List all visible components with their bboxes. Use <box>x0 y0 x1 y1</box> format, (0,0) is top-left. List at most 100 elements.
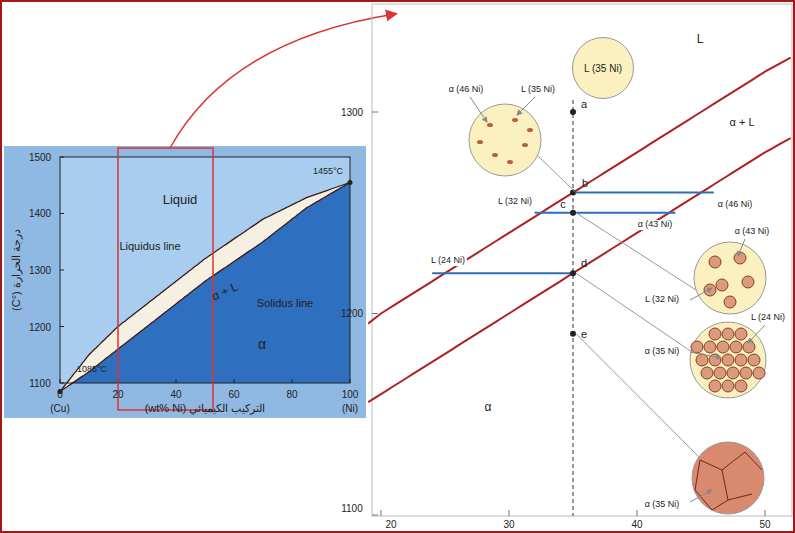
tie-end-label: L (32 Ni) <box>496 197 534 207</box>
stroke <box>60 379 61 383</box>
region-label: L <box>697 33 704 46</box>
stroke <box>292 379 293 383</box>
alpha-grain <box>709 256 721 268</box>
point-label: d <box>581 257 587 269</box>
alpha-grain <box>734 252 746 264</box>
tick-label: 30 <box>503 519 514 530</box>
alpha-grain <box>701 367 713 379</box>
tie-end-label: L (24 Ni) <box>429 256 467 266</box>
alpha-grain <box>727 367 739 379</box>
point-label: b <box>582 177 588 189</box>
alpha-grain <box>743 341 755 353</box>
point-label: a <box>581 98 587 110</box>
stroke <box>60 213 64 214</box>
leader-line <box>576 273 692 352</box>
tick-label: 60 <box>228 389 239 400</box>
alpha-grain <box>753 367 765 379</box>
alpha-grain <box>691 341 703 353</box>
callout: α (43 Ni) <box>733 227 772 237</box>
stroke <box>637 510 638 516</box>
stroke <box>765 510 766 516</box>
alpha-particle <box>487 123 493 127</box>
tick-label: 40 <box>631 519 642 530</box>
alpha-grain <box>735 328 747 340</box>
alpha-particle <box>527 128 533 132</box>
melting-point <box>348 180 353 185</box>
callout: L (32 Ni) <box>643 295 681 305</box>
two-phase-region <box>60 182 350 391</box>
leader-line <box>576 213 696 290</box>
stroke <box>372 313 378 314</box>
tick-label: 0 <box>57 389 63 400</box>
tick-label: 20 <box>385 519 396 530</box>
region-label: α + L <box>729 116 754 128</box>
region-label: α <box>258 337 266 352</box>
liquidus-line <box>60 182 350 391</box>
zoom-arrow <box>170 14 395 148</box>
tie-end-label: α (46 Ni) <box>716 200 755 210</box>
stroke <box>176 379 177 383</box>
liquidus-line <box>368 58 790 324</box>
tick-label: 1300 <box>29 265 51 276</box>
alpha-particle <box>492 153 498 157</box>
alpha-grain <box>735 380 747 392</box>
point-label: c <box>560 198 566 210</box>
state-point <box>570 109 576 115</box>
grain-boundary <box>700 452 745 470</box>
stroke <box>60 326 64 327</box>
zoom-box <box>118 148 213 410</box>
alpha-grain <box>730 341 742 353</box>
microstructure <box>690 322 766 398</box>
tick-label: 50 <box>759 519 770 530</box>
alpha-grain <box>704 341 716 353</box>
state-point <box>570 331 576 337</box>
alpha-grain <box>704 284 716 296</box>
callout-arrow <box>690 352 721 358</box>
composition-line <box>573 100 574 516</box>
alpha-grain <box>696 354 708 366</box>
tick-label: 1100 <box>341 503 363 514</box>
alpha-particle <box>507 160 513 164</box>
callout: L (35 Ni) <box>519 85 557 95</box>
grain-boundary <box>695 460 712 510</box>
leader-line <box>538 156 576 193</box>
temperature-label: 1455°C <box>313 167 343 177</box>
stroke <box>509 510 510 516</box>
stroke <box>234 379 235 383</box>
axis-end: (Ni) <box>342 403 358 414</box>
microstructure <box>694 242 766 314</box>
tick-label: 1200 <box>341 308 363 319</box>
temperature-label: 1085°C <box>77 365 107 375</box>
alpha-grain <box>716 279 728 291</box>
tie-line <box>535 212 676 214</box>
axis-end: (Cu) <box>50 403 69 414</box>
phase-label: L (35 Ni) <box>584 63 622 74</box>
state-point <box>570 270 576 276</box>
solidus-line <box>60 182 350 391</box>
region-label: Liquid <box>163 193 198 207</box>
alpha-grain <box>717 341 729 353</box>
phase-circle: L (35 Ni) <box>572 37 634 99</box>
tie-line <box>573 192 714 194</box>
tick-label: 100 <box>342 389 359 400</box>
tie-end-label: α (43 Ni) <box>636 220 675 230</box>
stroke <box>372 112 378 113</box>
point-label: e <box>581 328 587 340</box>
grain-boundary <box>722 470 752 500</box>
axis-title: التركيب الكيميائي (wt% Ni) <box>145 402 266 414</box>
tick-label: 1200 <box>29 322 51 333</box>
tick-label: 1100 <box>29 378 51 389</box>
tick-label: 80 <box>286 389 297 400</box>
tick-label: 1400 <box>29 208 51 219</box>
stroke <box>350 379 351 383</box>
stroke <box>381 510 382 516</box>
alpha-grain <box>714 367 726 379</box>
callout: α (35 Ni) <box>643 347 682 357</box>
zoom-diagram <box>368 58 790 516</box>
microstructure <box>469 104 541 176</box>
callout: α (35 Ni) <box>643 500 682 510</box>
alpha-grain <box>709 380 721 392</box>
